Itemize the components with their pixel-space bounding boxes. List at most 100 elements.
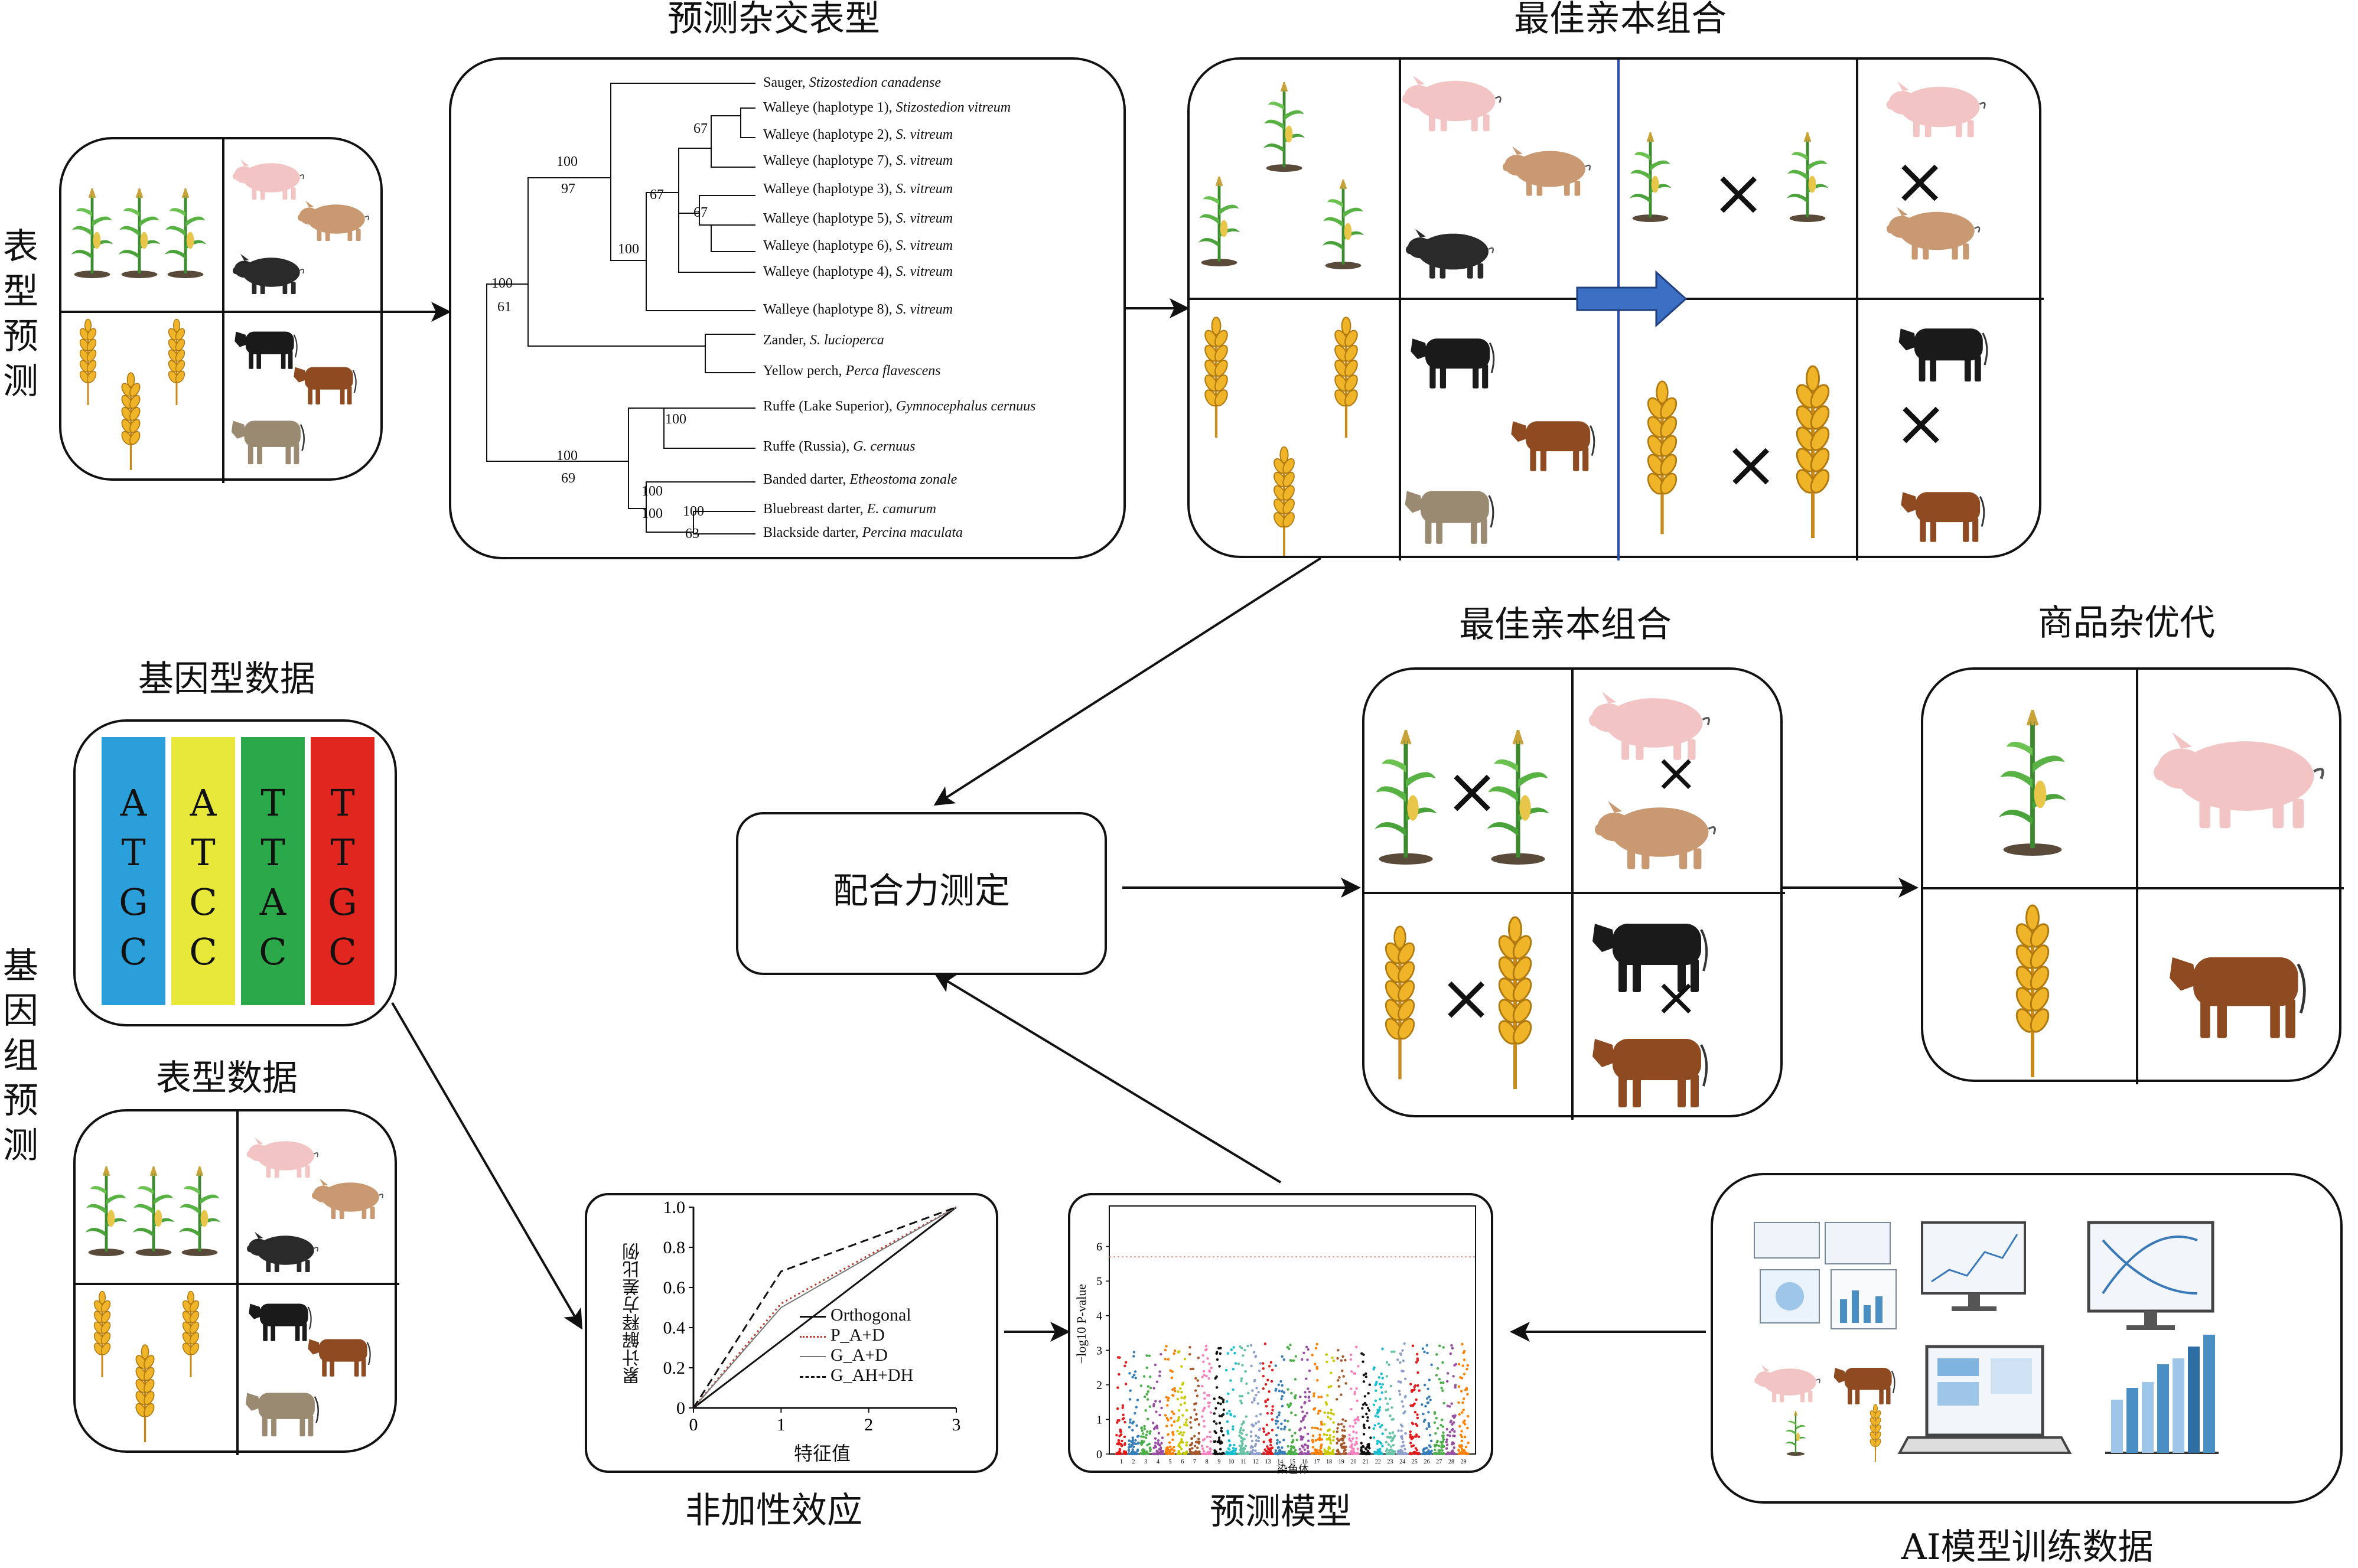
snp-point: [1216, 1358, 1219, 1361]
snp-point: [1462, 1421, 1465, 1424]
snp-point: [1128, 1426, 1131, 1429]
snp-point: [1222, 1409, 1226, 1411]
chromosome-tick-label: 11: [1240, 1459, 1246, 1465]
snp-point: [1315, 1449, 1318, 1452]
snp-point: [1293, 1396, 1297, 1399]
snp-point: [1119, 1442, 1122, 1446]
snp-point: [1401, 1435, 1403, 1438]
snp-point: [1124, 1361, 1128, 1364]
snp-point: [1367, 1426, 1371, 1429]
snp-point: [1149, 1449, 1152, 1453]
snp-point: [1277, 1383, 1280, 1387]
snp-point: [1180, 1448, 1183, 1450]
snp-point: [1203, 1449, 1206, 1453]
snp-point: [1379, 1397, 1382, 1401]
snp-point: [1347, 1452, 1350, 1455]
snp-point: [1312, 1394, 1315, 1398]
snp-point: [1241, 1364, 1244, 1367]
y-tick-label: 1.0: [663, 1198, 686, 1217]
snp-point: [1213, 1449, 1216, 1452]
snp-point: [1299, 1395, 1302, 1399]
snp-point: [1337, 1439, 1340, 1443]
snp-point: [1381, 1347, 1384, 1351]
snp-point: [1389, 1397, 1392, 1401]
cross-symbol: ×: [1654, 742, 1699, 804]
snp-point: [1448, 1452, 1451, 1455]
tree-taxon: Bluebreast darter, E. camurum: [763, 501, 936, 517]
snp-point: [1451, 1347, 1454, 1350]
snp-point: [1442, 1434, 1445, 1437]
snp-point: [1246, 1452, 1249, 1455]
snp-point: [1421, 1347, 1425, 1350]
snp-point: [1351, 1425, 1355, 1428]
snp-point: [1284, 1425, 1287, 1429]
snp-point: [1203, 1420, 1206, 1423]
snp-point: [1317, 1396, 1320, 1399]
title-best-parent-combo-top: 最佳亲本组合: [1514, 0, 1727, 40]
snp-point: [1377, 1422, 1380, 1425]
snp-point: [1203, 1391, 1206, 1394]
snp-point: [1327, 1386, 1330, 1388]
snp-point: [1387, 1443, 1390, 1446]
snp-point: [1375, 1452, 1378, 1455]
snp-point: [1410, 1437, 1414, 1440]
snp-point: [1357, 1365, 1360, 1368]
snp-point: [1189, 1367, 1193, 1371]
snp-point: [1340, 1359, 1343, 1362]
snp-point: [1460, 1447, 1463, 1450]
snp-point: [1154, 1441, 1157, 1445]
snp-point: [1116, 1442, 1119, 1446]
snp-point: [1262, 1367, 1265, 1370]
snp-point: [1257, 1436, 1260, 1439]
snp-point: [1397, 1429, 1400, 1432]
snp-point: [1128, 1443, 1131, 1446]
snp-point: [1366, 1416, 1369, 1419]
snp-point: [1315, 1367, 1319, 1370]
snp-point: [1158, 1444, 1161, 1447]
snp-point: [1129, 1389, 1132, 1392]
snp-point: [1209, 1440, 1212, 1443]
snp-point: [1381, 1377, 1385, 1380]
snp-point: [1451, 1423, 1454, 1426]
snp-point: [1380, 1373, 1383, 1375]
snp-point: [1134, 1452, 1138, 1456]
snp-point: [1214, 1407, 1217, 1410]
snp-point: [1122, 1413, 1125, 1416]
snp-point: [1142, 1375, 1146, 1378]
chromosome-tick-label: 8: [1206, 1459, 1209, 1465]
y-tick-label: 6: [1096, 1241, 1102, 1254]
snp-point: [1294, 1378, 1297, 1381]
snp-point: [1149, 1387, 1152, 1390]
snp-point: [1197, 1432, 1200, 1435]
snp-point: [1390, 1350, 1393, 1353]
snp-point: [1208, 1362, 1211, 1365]
snp-point: [1445, 1438, 1448, 1441]
snp-point: [1237, 1362, 1240, 1365]
snp-point: [1132, 1373, 1136, 1377]
snp-point: [1381, 1445, 1384, 1448]
snp-point: [1161, 1450, 1164, 1453]
snp-point: [1332, 1359, 1336, 1362]
snp-point: [1449, 1420, 1452, 1424]
snp-point: [1439, 1381, 1442, 1384]
snp-point: [1466, 1364, 1470, 1367]
snp-point: [1349, 1358, 1353, 1361]
snp-point: [1164, 1348, 1167, 1352]
snp-point: [1264, 1383, 1268, 1386]
snp-point: [1308, 1399, 1311, 1402]
snp-point: [1418, 1389, 1421, 1392]
snp-point: [1197, 1451, 1200, 1454]
snp-point: [1457, 1401, 1460, 1404]
snp-point: [1380, 1391, 1383, 1394]
snp-point: [1228, 1444, 1232, 1447]
snp-point: [1250, 1445, 1253, 1448]
series-line: [692, 1206, 957, 1409]
snp-point: [1355, 1387, 1358, 1390]
snp-point: [1180, 1391, 1183, 1394]
snp-point: [1178, 1432, 1181, 1436]
snp-point: [1442, 1381, 1445, 1384]
snp-point: [1148, 1354, 1151, 1357]
snp-point: [1269, 1440, 1272, 1443]
nucleotide: A: [120, 781, 147, 824]
